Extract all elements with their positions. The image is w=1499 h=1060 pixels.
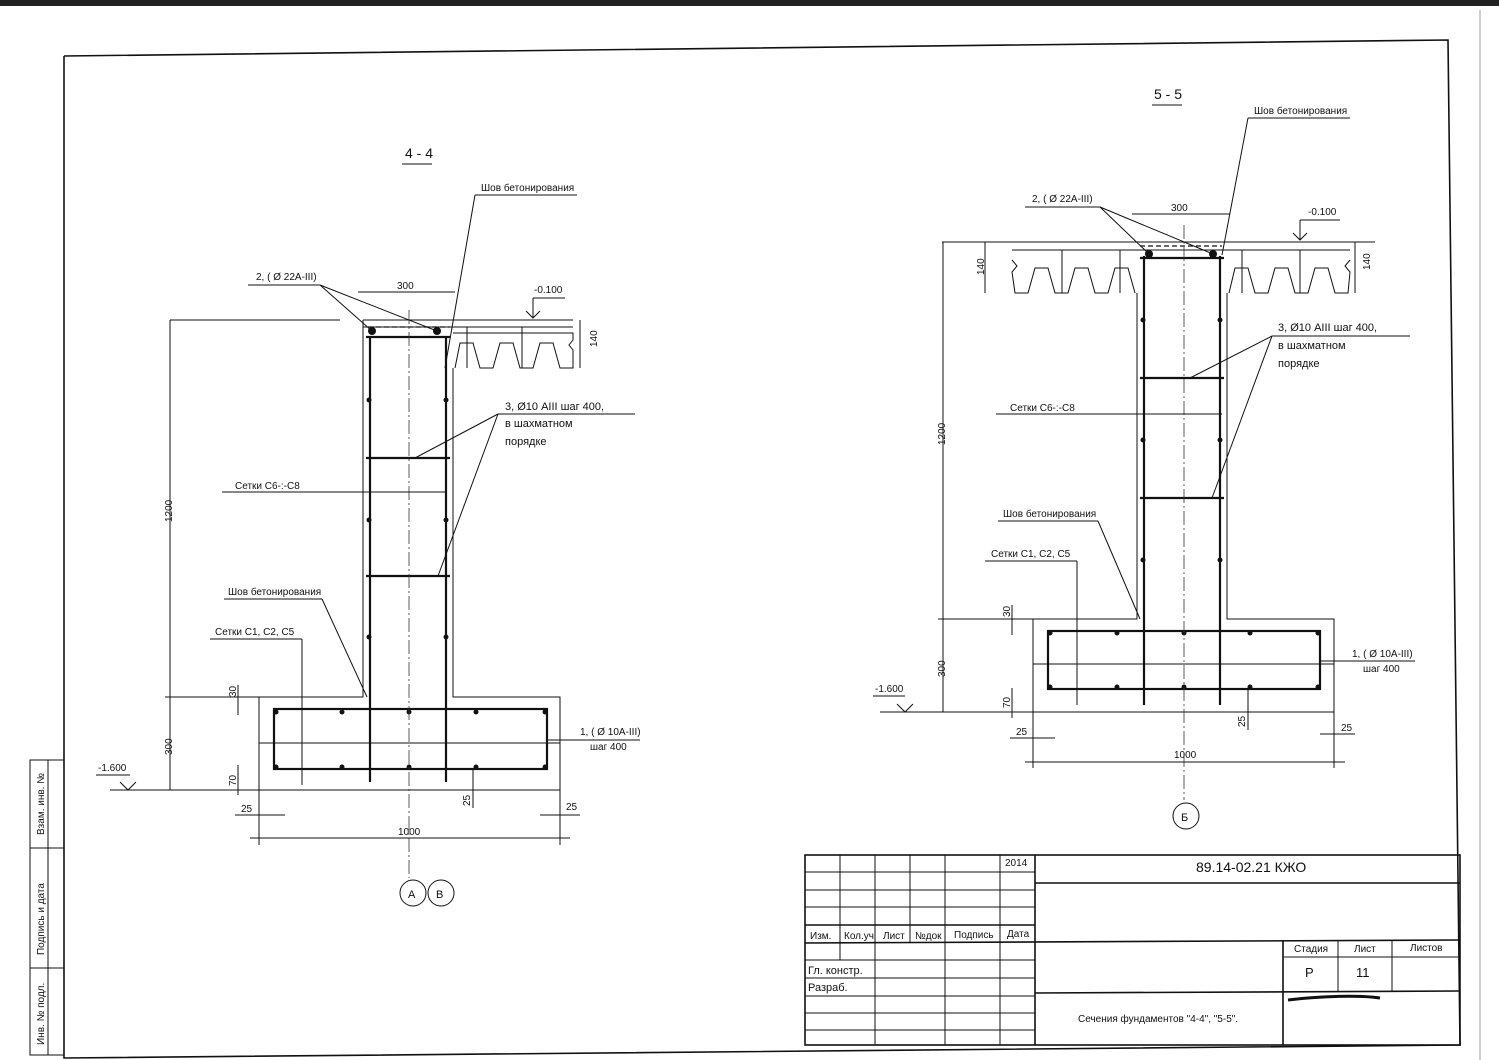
dim-25-mid: 25 <box>462 794 473 806</box>
dim-25-left: 25 <box>241 804 253 815</box>
document-code: 89.14-02.21 КЖО <box>1196 859 1306 875</box>
sheet-frame <box>63 39 1461 1059</box>
label-mesh-lower: Сетки С1, С2, С5 <box>991 549 1071 560</box>
slab-profile-left <box>1011 259 1136 294</box>
footing-rebar-cage <box>272 707 549 771</box>
dim-140-right: 140 <box>1362 253 1373 270</box>
label-bar-3-line2: в шахматном <box>505 418 573 430</box>
dim-140: 140 <box>589 330 600 347</box>
label-bar-3: 3, Ø10 АIII шаг 400, <box>1278 322 1377 334</box>
dim-25-mid: 25 <box>1237 715 1248 727</box>
slab-profile-right <box>1228 259 1351 294</box>
section-4-4: 4 - 4 А В 1200 300 <box>96 145 641 907</box>
dim-1200: 1200 <box>164 499 175 522</box>
role-chief-constructor: Гл. констр. <box>808 965 863 977</box>
dim-140-left: 140 <box>976 258 987 275</box>
sheets-label: Листов <box>1410 943 1443 954</box>
side-stamp: Взам. инв. № Подпись и дата Инв. № подл. <box>29 759 65 1056</box>
section-title: 4 - 4 <box>405 145 433 161</box>
label-bar-3: 3, Ø10 АIII шаг 400, <box>505 401 604 413</box>
axis-marker-a <box>399 879 427 907</box>
foundation-outline <box>258 320 561 791</box>
dim-25-right: 25 <box>1341 723 1353 734</box>
axis-label-a: А <box>408 889 416 901</box>
label-bar-3-line3: порядке <box>1278 358 1320 370</box>
col-podpis: Подпись <box>954 930 994 941</box>
label-bar-3-line3: порядке <box>505 436 547 448</box>
dim-25-right: 25 <box>566 802 578 813</box>
dim-30: 30 <box>228 685 239 697</box>
dim-1000: 1000 <box>398 827 421 838</box>
axis-marker-b <box>427 879 455 907</box>
slab-profile <box>453 332 574 369</box>
sheet-title: Сечения фундаментов "4-4", "5-5". <box>1078 1013 1238 1025</box>
dim-25-left: 25 <box>1016 727 1028 738</box>
stamp-inv-orig: Инв. № подл. <box>36 983 47 1045</box>
axis-marker-b-cyr <box>1172 802 1200 830</box>
level-top: -0.100 <box>534 285 563 296</box>
sheet-label: Лист <box>1354 944 1376 955</box>
col-izm: Изм. <box>810 931 831 942</box>
level-bottom: -1.600 <box>875 684 904 695</box>
label-seam-bottom: Шов бетонирования <box>228 586 321 598</box>
label-bar-1: 1, ( Ø 10А-III) <box>580 727 641 738</box>
section-title: 5 - 5 <box>1154 86 1182 102</box>
dim-1200: 1200 <box>937 422 948 445</box>
label-seam-top: Шов бетонирования <box>1254 105 1347 117</box>
axis-label-b: В <box>436 889 443 901</box>
redacted-mark <box>1287 994 1381 1002</box>
level-top: -0.100 <box>1308 207 1337 218</box>
scan-edge <box>0 0 1499 6</box>
dim-70: 70 <box>228 774 239 786</box>
axis-label: Б <box>1181 812 1188 824</box>
foundation-outline <box>1032 293 1335 713</box>
col-kol: Кол.уч <box>844 931 874 942</box>
stage-value: Р <box>1305 965 1314 980</box>
dim-30: 30 <box>1002 605 1013 617</box>
stage-label: Стадия <box>1294 944 1328 955</box>
level-bottom: -1.600 <box>98 763 127 774</box>
dim-300-top: 300 <box>397 281 414 292</box>
label-seam-top: Шов бетонирования <box>481 182 574 194</box>
col-list: Лист <box>883 931 905 942</box>
dim-300: 300 <box>937 660 948 677</box>
stamp-inv-ref: Взам. инв. № <box>36 773 47 835</box>
label-bar-2: 2, ( Ø 22А-III) <box>1032 194 1093 205</box>
label-bar-1: 1, ( Ø 10А-III) <box>1352 649 1413 660</box>
stamp-sign-date: Подпись и дата <box>36 883 47 955</box>
label-mesh-upper: Сетки С6-:-С8 <box>235 481 300 492</box>
col-data: Дата <box>1007 929 1030 940</box>
dim-1000: 1000 <box>1174 750 1197 761</box>
section-5-5: 5 - 5 Б 1200 300 30 70 -1. <box>873 86 1415 830</box>
label-bar-3-line2: в шахматном <box>1278 340 1346 352</box>
label-seam-bottom: Шов бетонирования <box>1003 508 1096 520</box>
col-ndok: №док <box>915 931 942 942</box>
role-developer: Разраб. <box>808 982 848 994</box>
sheet-value: 11 <box>1356 965 1370 980</box>
label-bar-1-step: шаг 400 <box>1363 664 1400 675</box>
dim-70: 70 <box>1002 696 1013 708</box>
dim-300: 300 <box>164 738 175 755</box>
label-mesh-lower: Сетки С1, С2, С5 <box>215 627 295 638</box>
label-bar-2: 2, ( Ø 22А-III) <box>256 272 317 283</box>
title-block: 2014 89.14-02.21 КЖО Изм. Кол.уч Лист №д… <box>804 854 1461 1046</box>
dim-300-top: 300 <box>1171 203 1188 214</box>
year: 2014 <box>1005 858 1028 869</box>
label-mesh-upper: Сетки С6-:-С8 <box>1010 403 1075 414</box>
label-bar-1-step: шаг 400 <box>590 742 627 753</box>
